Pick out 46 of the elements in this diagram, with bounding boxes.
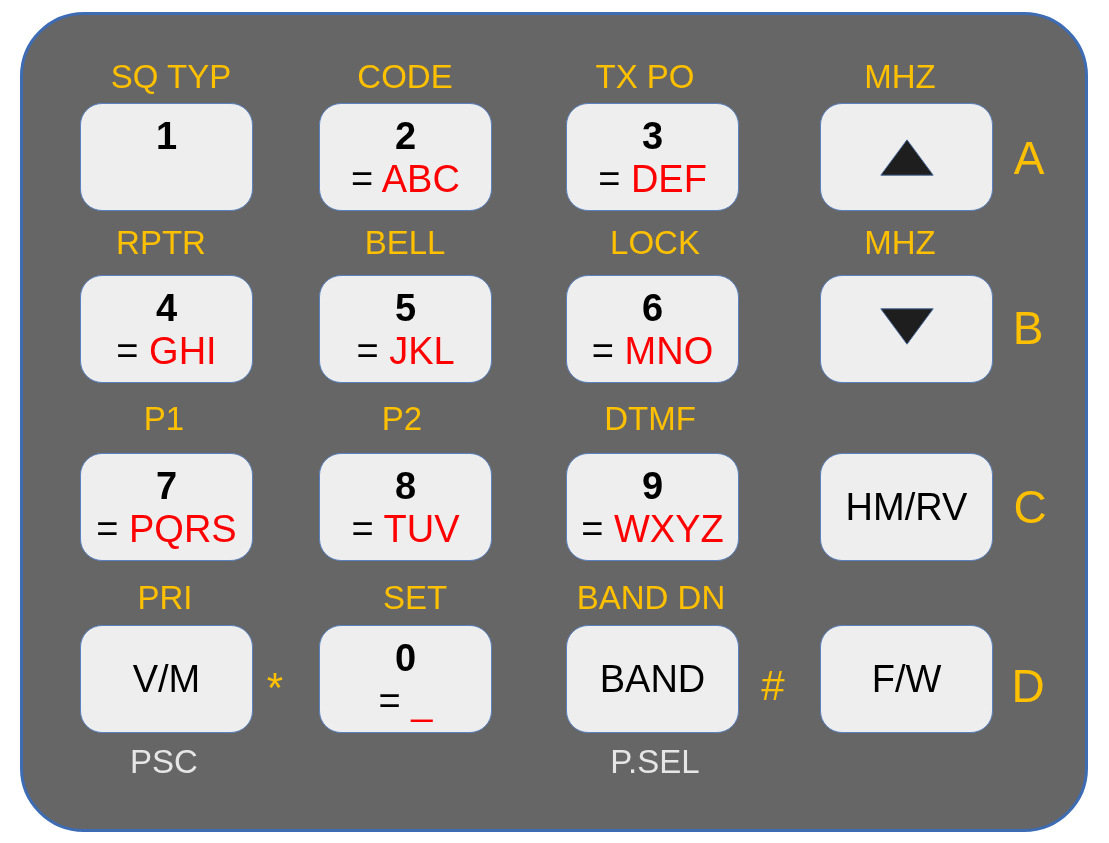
function-label: MHZ [864,225,936,259]
function-label: P1 [143,401,185,435]
key-symbol: # [761,665,785,707]
key-label: V/M [132,657,201,701]
key-digit: 4 [155,287,178,330]
function-label: BAND DN [576,580,726,614]
function-label: BELL [364,225,446,259]
function-label: SET [382,580,448,614]
function-label: LOCK [610,225,700,259]
key-digit: 9 [641,465,664,508]
key-symbol: * [266,667,284,709]
function-label: TX PO [595,59,695,93]
column-letter: A [1013,135,1045,181]
column-letter: B [1012,305,1044,351]
function-label: PRI [137,580,193,614]
key-letters: = PQRS [96,508,237,551]
function-label: RPTR [116,225,206,259]
key-letters: = GHI [116,330,217,373]
key-letters: = MNO [591,330,714,373]
key-letters: = JKL [356,330,455,373]
key-letters: = TUV [351,508,460,551]
key-digit: 5 [394,287,417,330]
column-letter: D [1011,663,1045,709]
key-digit: 7 [155,465,178,508]
secondary-label: P.SEL [610,744,700,778]
secondary-label: PSC [130,744,198,778]
key-digit: 3 [641,115,664,158]
key-letters: = WXYZ [581,508,724,551]
key-digit: 2 [394,115,417,158]
key-digit: 1 [155,115,178,158]
key-label: F/W [871,657,942,701]
function-label: SQ TYP [110,59,232,93]
key-digit: 0 [394,637,417,680]
function-label: P2 [381,401,423,435]
function-label: MHZ [864,59,936,93]
function-label: CODE [357,59,453,93]
function-label: DTMF [604,401,696,435]
key-letters: = ABC [351,158,460,201]
column-letter: C [1013,484,1047,530]
key-digit: 8 [394,465,417,508]
key-letters: = _ [378,680,433,723]
key-digit: 6 [641,287,664,330]
key-label: BAND [599,657,706,701]
key-label: HM/RV [845,485,968,529]
keypad-panel [20,12,1088,832]
key-letters: = DEF [598,158,707,201]
